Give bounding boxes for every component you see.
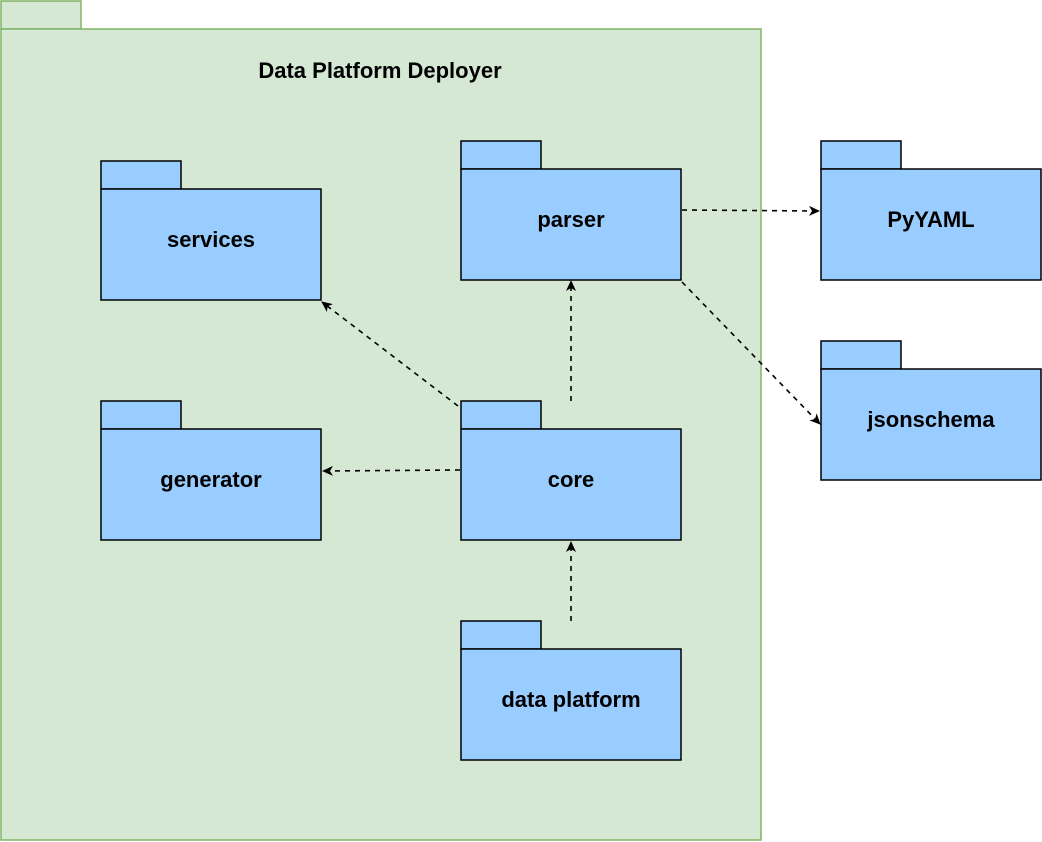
package-body [100,428,322,541]
package-pyyaml[interactable]: PyYAML [820,140,1042,281]
package-tab [460,400,542,430]
package-services[interactable]: services [100,160,322,301]
package-tab [460,140,542,170]
dependency-arrow-parser-to-jsonschema[interactable] [681,281,821,425]
package-body [100,188,322,301]
package-body [820,168,1042,281]
dependency-arrow-parser-to-pyyaml[interactable] [681,205,820,216]
package-label: core [548,467,594,492]
package-tab [820,340,902,370]
package-tab [460,620,542,650]
package-generator[interactable]: generator [100,400,322,541]
container-title: Data Platform Deployer [258,58,502,83]
dependency-arrow-core-to-generator[interactable] [322,465,461,476]
dependency-arrow-core-to-services[interactable] [321,301,459,407]
package-body [460,648,682,761]
package-body [460,428,682,541]
package-label: services [167,227,255,252]
package-label: parser [537,207,605,232]
container-tab [0,0,82,30]
package-label: data platform [501,687,640,712]
package-tab [100,400,182,430]
package-tab [820,140,902,170]
package-jsonschema[interactable]: jsonschema [820,340,1042,481]
package-label: jsonschema [866,407,995,432]
package-data-platform[interactable]: data platform [460,620,682,761]
package-tab [100,160,182,190]
package-core[interactable]: core [460,400,682,541]
package-label: PyYAML [887,207,974,232]
package-parser[interactable]: parser [460,140,682,281]
package-body [460,168,682,281]
package-body [820,368,1042,481]
package-label: generator [160,467,262,492]
